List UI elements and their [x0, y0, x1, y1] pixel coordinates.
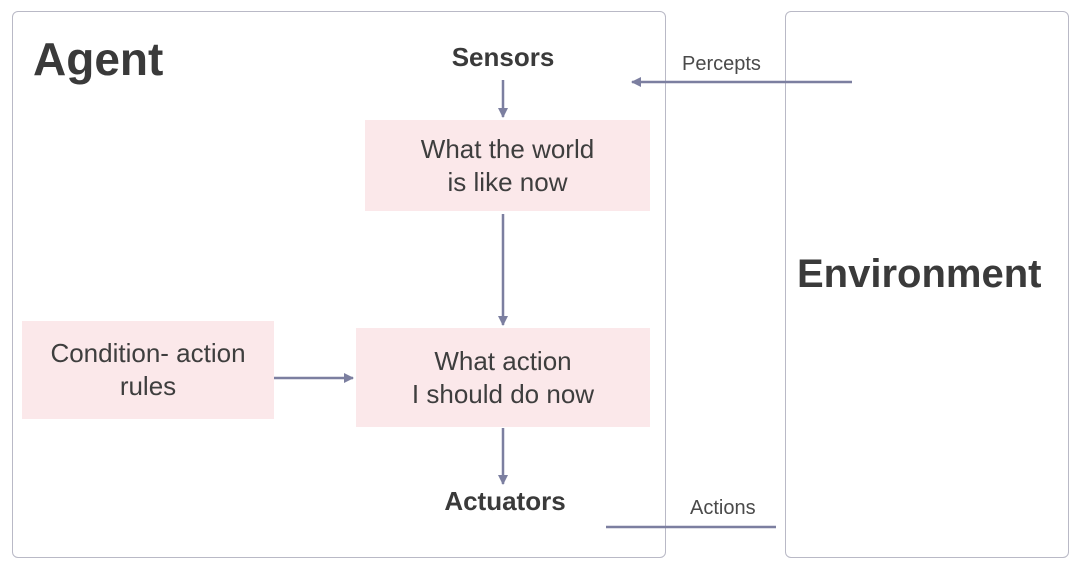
actions-label: Actions — [690, 497, 756, 519]
condition-rules-box: Condition- action rules — [22, 321, 274, 419]
sensors-label: Sensors — [451, 42, 555, 72]
percepts-label: Percepts — [682, 53, 761, 75]
action-choice-line-1: What action — [434, 345, 572, 376]
condition-rules-line-1: Condition- action — [50, 338, 246, 368]
world-state-line-2: is like now — [447, 166, 568, 197]
actuators-label: Actuators — [444, 486, 566, 516]
environment-panel — [785, 11, 1069, 558]
condition-rules-line-2: rules — [119, 371, 177, 401]
world-state-line-1: What the world — [420, 133, 595, 164]
action-choice-box: What action I should do now — [356, 328, 650, 427]
world-state-box: What the world is like now — [365, 120, 650, 211]
environment-title: Environment — [797, 252, 1042, 296]
agent-title: Agent — [33, 33, 164, 85]
agent-panel — [12, 11, 666, 558]
action-choice-line-2: I should do now — [411, 378, 595, 409]
